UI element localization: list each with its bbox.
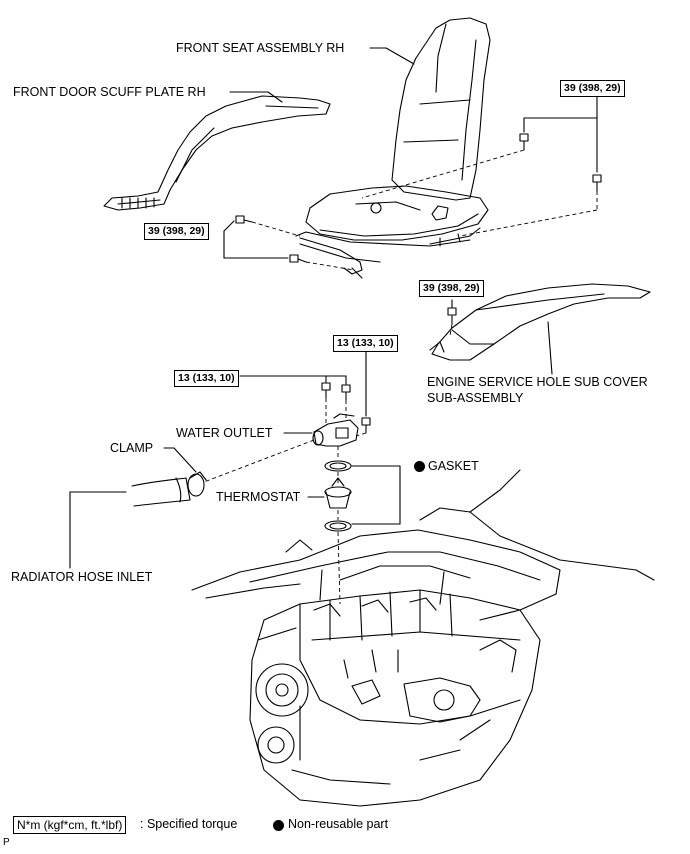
clamp-drawing (187, 471, 207, 497)
radiator-hose-label: RADIATOR HOSE INLET (11, 570, 153, 584)
engine-drawing (191, 469, 655, 807)
legend-non-reusable-text: Non-reusable part (288, 817, 389, 831)
torque-spec-cover: 39 (398, 29) (419, 280, 484, 297)
radiator-hose-drawing (131, 477, 191, 507)
lower-gasket-ring (324, 520, 352, 532)
corner-mark: P (3, 837, 10, 848)
torque-spec-seat-rear: 39 (398, 29) (560, 80, 625, 97)
upper-gasket-ring (324, 460, 352, 472)
scuff-plate-label: FRONT DOOR SCUFF PLATE RH (13, 85, 206, 99)
legend-torque-text: : Specified torque (140, 817, 238, 831)
seat-drawing (295, 17, 491, 279)
torque-spec-seat-front: 39 (398, 29) (144, 223, 209, 240)
engine-cover-drawing (429, 283, 651, 361)
gasket-label: GASKET (428, 459, 479, 473)
scuff-plate-drawing (103, 95, 331, 211)
front-seat-label: FRONT SEAT ASSEMBLY RH (176, 41, 345, 55)
thermostat-label: THERMOSTAT (216, 490, 301, 504)
engine-cover-label-line2: SUB-ASSEMBLY (427, 391, 524, 405)
torque-spec-outlet-right: 13 (133, 10) (333, 335, 398, 352)
legend-non-reusable-dot (273, 820, 284, 831)
water-outlet-drawing (312, 413, 359, 447)
thermostat-drawing (324, 477, 352, 509)
water-outlet-label: WATER OUTLET (176, 426, 273, 440)
seat-bolts (235, 133, 602, 263)
engine-cover-label-line1: ENGINE SERVICE HOLE SUB COVER (427, 375, 648, 389)
torque-spec-outlet-left: 13 (133, 10) (174, 370, 239, 387)
legend-torque-box: N*m (kgf*cm, ft.*lbf) (13, 816, 127, 834)
clamp-label: CLAMP (110, 441, 154, 455)
non-reusable-marker (414, 461, 425, 472)
